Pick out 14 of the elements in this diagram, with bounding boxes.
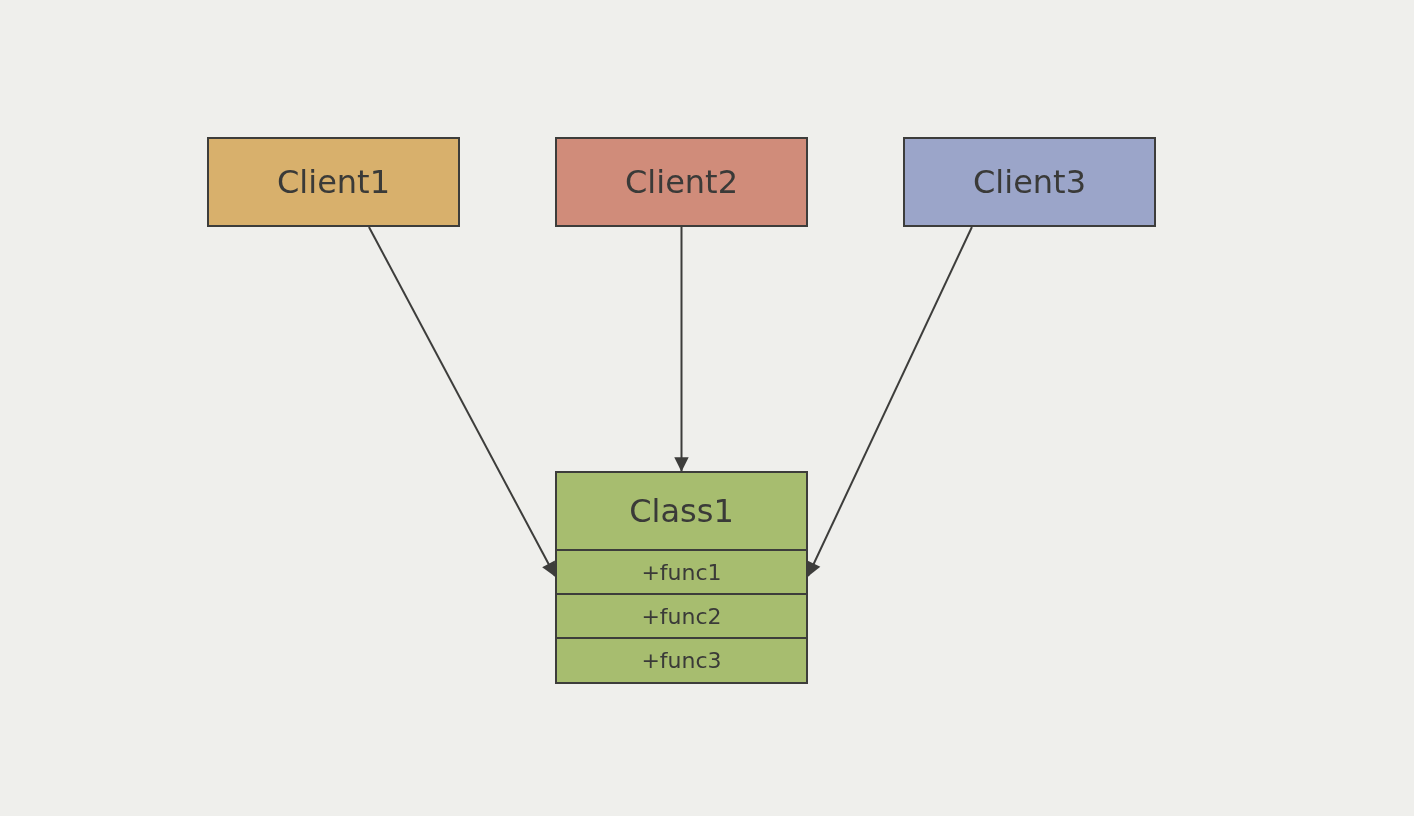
arrow xyxy=(674,226,689,472)
class-name: Class1 xyxy=(629,492,734,530)
arrow xyxy=(367,226,556,577)
method-name: +func3 xyxy=(641,647,722,673)
client-name: Client1 xyxy=(276,163,391,201)
method-name: +func2 xyxy=(641,603,722,629)
client-box xyxy=(207,137,460,227)
method-name: +func1 xyxy=(641,559,722,585)
arrow xyxy=(807,226,973,577)
client-box xyxy=(555,137,808,227)
class-box xyxy=(555,471,808,684)
client-name: Client3 xyxy=(972,163,1087,201)
client-box xyxy=(903,137,1156,227)
client-name: Client2 xyxy=(624,163,739,201)
